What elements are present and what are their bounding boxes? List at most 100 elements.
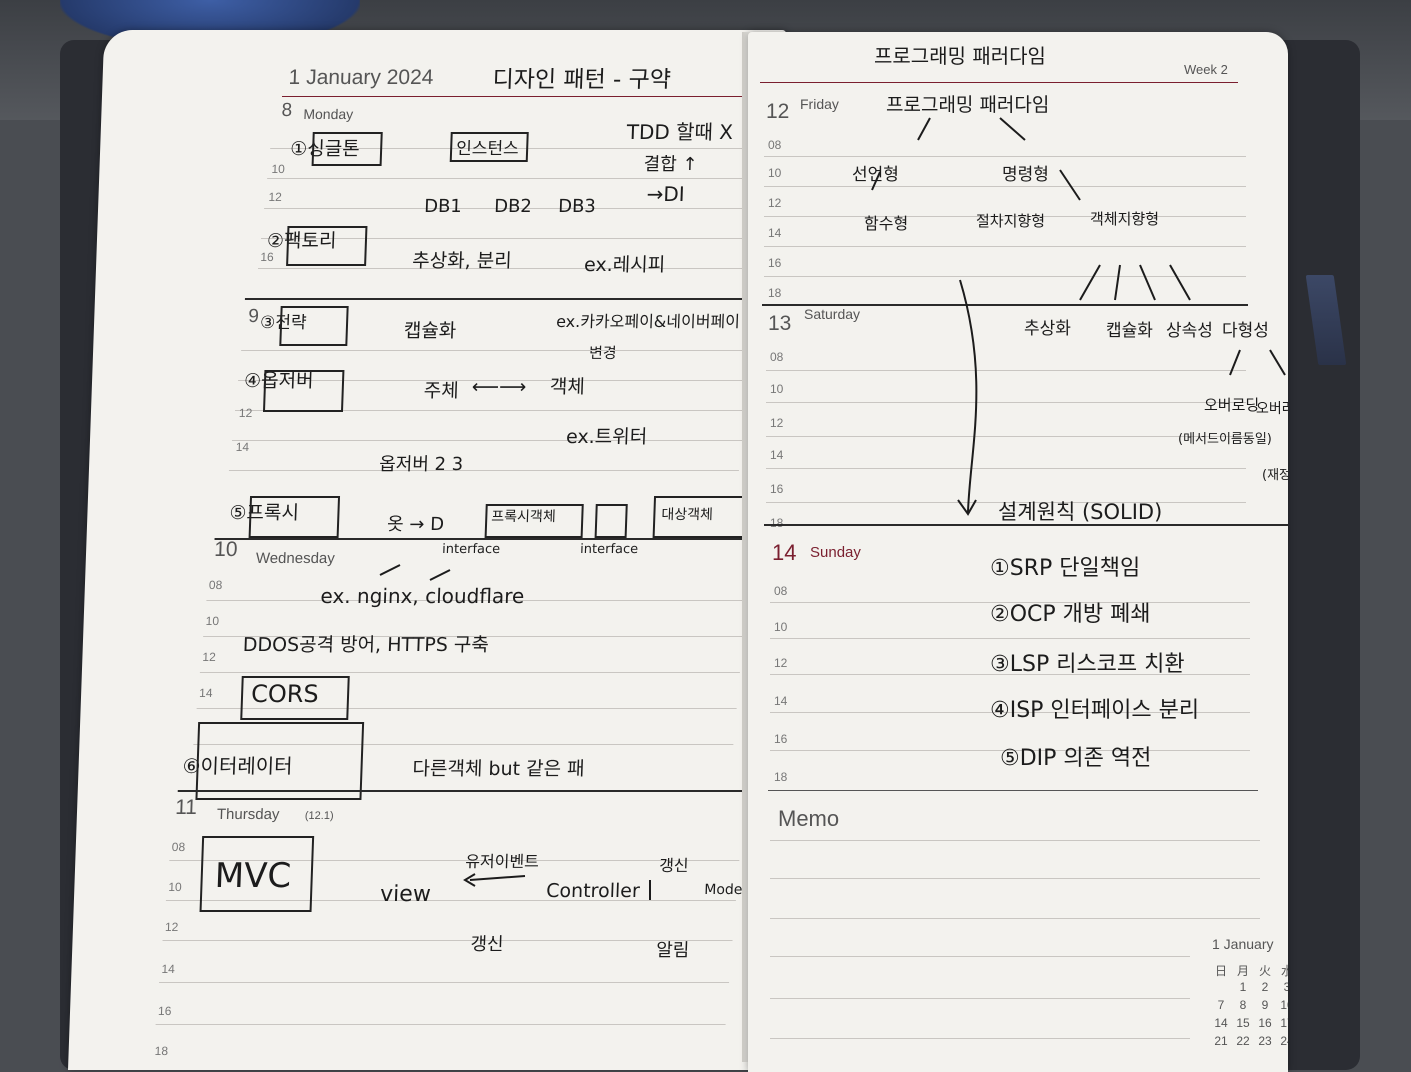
day-number: 12 <box>766 100 790 123</box>
note-coupling: 결합 ↑ <box>643 154 698 175</box>
hour-label: 14 <box>768 226 782 240</box>
calendar-day: 2 <box>1261 980 1269 994</box>
note-twitter: ex.트위터 <box>565 426 648 448</box>
calendar-weekday: 月 <box>1236 964 1249 978</box>
hour-label: 10 <box>774 620 788 634</box>
note-ddos: DDOS공격 방어, HTTPS 구축 <box>242 634 490 656</box>
hour-label: 14 <box>161 962 176 976</box>
note-proxy-flow: 옷 → D <box>386 514 445 535</box>
day-number: 10 <box>213 538 238 561</box>
hour-label: 14 <box>235 440 250 454</box>
note-paradigm: 프로그래밍 패러다임 <box>886 94 1050 116</box>
mini-calendar: 日月火水木金土123456789101112131415161718192021… <box>1210 962 1288 1052</box>
day-number: 11 <box>174 796 198 819</box>
hour-label: 14 <box>774 694 788 708</box>
hour-label: 16 <box>157 1004 172 1018</box>
day-name: Sunday <box>810 544 861 561</box>
page-date: 1 January 2024 <box>288 66 434 89</box>
day-note: (12.1) <box>304 810 334 822</box>
hour-label: 18 <box>770 516 784 530</box>
hour-label: 08 <box>774 584 788 598</box>
note-overriding: 오버라이딩 <box>1256 401 1288 417</box>
day-number: 14 <box>772 540 797 565</box>
note-iterator-desc: 다른객체 but 같은 패 <box>412 758 585 780</box>
hour-label: 08 <box>171 840 186 854</box>
note-db1: DB1 <box>423 196 463 217</box>
note-polymorphism: 다형성 <box>1222 321 1269 341</box>
hour-label: 12 <box>770 416 784 430</box>
note-encap: 캡슐화 <box>403 320 457 342</box>
solid-dip: ⑤DIP 의존 역전 <box>1000 746 1152 771</box>
calendar-weekday: 日 <box>1214 964 1227 978</box>
note-tdd: TDD 할때 X <box>626 120 734 144</box>
note-subject: 주체 <box>423 380 460 402</box>
hour-label: 12 <box>268 190 283 204</box>
note-oop: 객체지향형 <box>1090 210 1160 228</box>
calendar-day: 16 <box>1258 1016 1272 1030</box>
hour-label: 10 <box>205 614 220 628</box>
note-overloading-desc: (메서드이름동일) <box>1178 432 1272 447</box>
day-name: Monday <box>303 106 354 122</box>
note-model: Model <box>704 882 747 898</box>
note-di: →DI <box>646 182 686 206</box>
note-db2: DB2 <box>493 196 533 217</box>
solid-srp: ①SRP 단일책임 <box>990 556 1141 581</box>
note-procedural: 절차지향형 <box>976 212 1046 230</box>
day-name: Thursday <box>216 806 280 823</box>
note-interface: interface <box>441 542 501 557</box>
hour-label: 08 <box>770 350 784 364</box>
hour-label: 16 <box>770 482 784 496</box>
hour-label: 10 <box>768 166 782 180</box>
calendar-week-row: 78910111213 <box>1210 998 1288 1016</box>
week-label: Week 2 <box>1184 62 1228 77</box>
note-kakaopay: ex.카카오페이&네이버페이 <box>555 312 741 331</box>
note-imperative: 명령형 <box>1002 165 1049 185</box>
calendar-week-row: 21222324252627 <box>1210 1034 1288 1052</box>
day-name: Wednesday <box>255 550 336 567</box>
calendar-week-row: 14151617181920 <box>1210 1016 1288 1034</box>
calendar-day: 1 <box>1239 980 1247 994</box>
note-view: view <box>379 882 432 907</box>
hour-label: 18 <box>768 286 782 300</box>
calendar-day: 22 <box>1236 1034 1250 1048</box>
hour-label: 14 <box>198 686 213 700</box>
solid-lsp: ③LSP 리스코프 치환 <box>990 652 1185 677</box>
hour-label: 18 <box>154 1044 169 1058</box>
calendar-day: 7 <box>1217 998 1225 1012</box>
calendar-day: 10 <box>1280 998 1288 1012</box>
page-title-handwritten: 디자인 패턴 - 구약 <box>492 67 672 93</box>
calendar-weekday: 水 <box>1280 964 1288 978</box>
hour-label: 16 <box>768 256 782 270</box>
calendar-day: 21 <box>1214 1034 1228 1048</box>
note-update: 갱신 <box>658 856 689 875</box>
calendar-day: 24 <box>1280 1034 1288 1048</box>
calendar-week-row: 123456 <box>1210 980 1288 998</box>
note-change: 변경 <box>588 344 617 362</box>
hour-label: 12 <box>164 920 179 934</box>
note-functional: 함수형 <box>864 214 909 233</box>
calendar-weekday: 火 <box>1258 964 1271 978</box>
day-name: Friday <box>800 96 839 112</box>
note-object: 객체 <box>549 376 586 398</box>
calendar-day: 17 <box>1280 1016 1288 1030</box>
note-db3: DB3 <box>557 196 597 217</box>
left-page: 1 January 2024 디자인 패턴 - 구약 8 Monday 10 1… <box>68 30 787 1070</box>
hour-label: 18 <box>774 770 788 784</box>
note-notify: 알림 <box>655 940 690 961</box>
page-title-handwritten: 프로그래밍 패러다임 <box>874 44 1046 68</box>
note-abstraction: 추상화 <box>1024 319 1071 339</box>
day-number: 13 <box>768 312 792 335</box>
note-declarative: 선언형 <box>852 165 899 185</box>
calendar-day: 23 <box>1258 1034 1272 1048</box>
note-controller: Controller <box>545 880 641 902</box>
right-page: 프로그래밍 패러다임 Week 2 12 Friday 08 10 12 14 … <box>748 32 1288 1072</box>
hour-label: 12 <box>768 196 782 210</box>
note-encapsulation: 캡슐화 <box>1106 321 1153 341</box>
note-user-event: 유저이벤트 <box>464 852 540 871</box>
note-inheritance: 상속성 <box>1166 321 1213 341</box>
day-name: Saturday <box>804 306 861 322</box>
note-recipe: ex.레시피 <box>583 254 666 276</box>
calendar-day: 9 <box>1261 998 1269 1012</box>
day-number: 8 <box>281 100 293 121</box>
note-nginx: ex. nginx, cloudflare <box>320 584 525 608</box>
